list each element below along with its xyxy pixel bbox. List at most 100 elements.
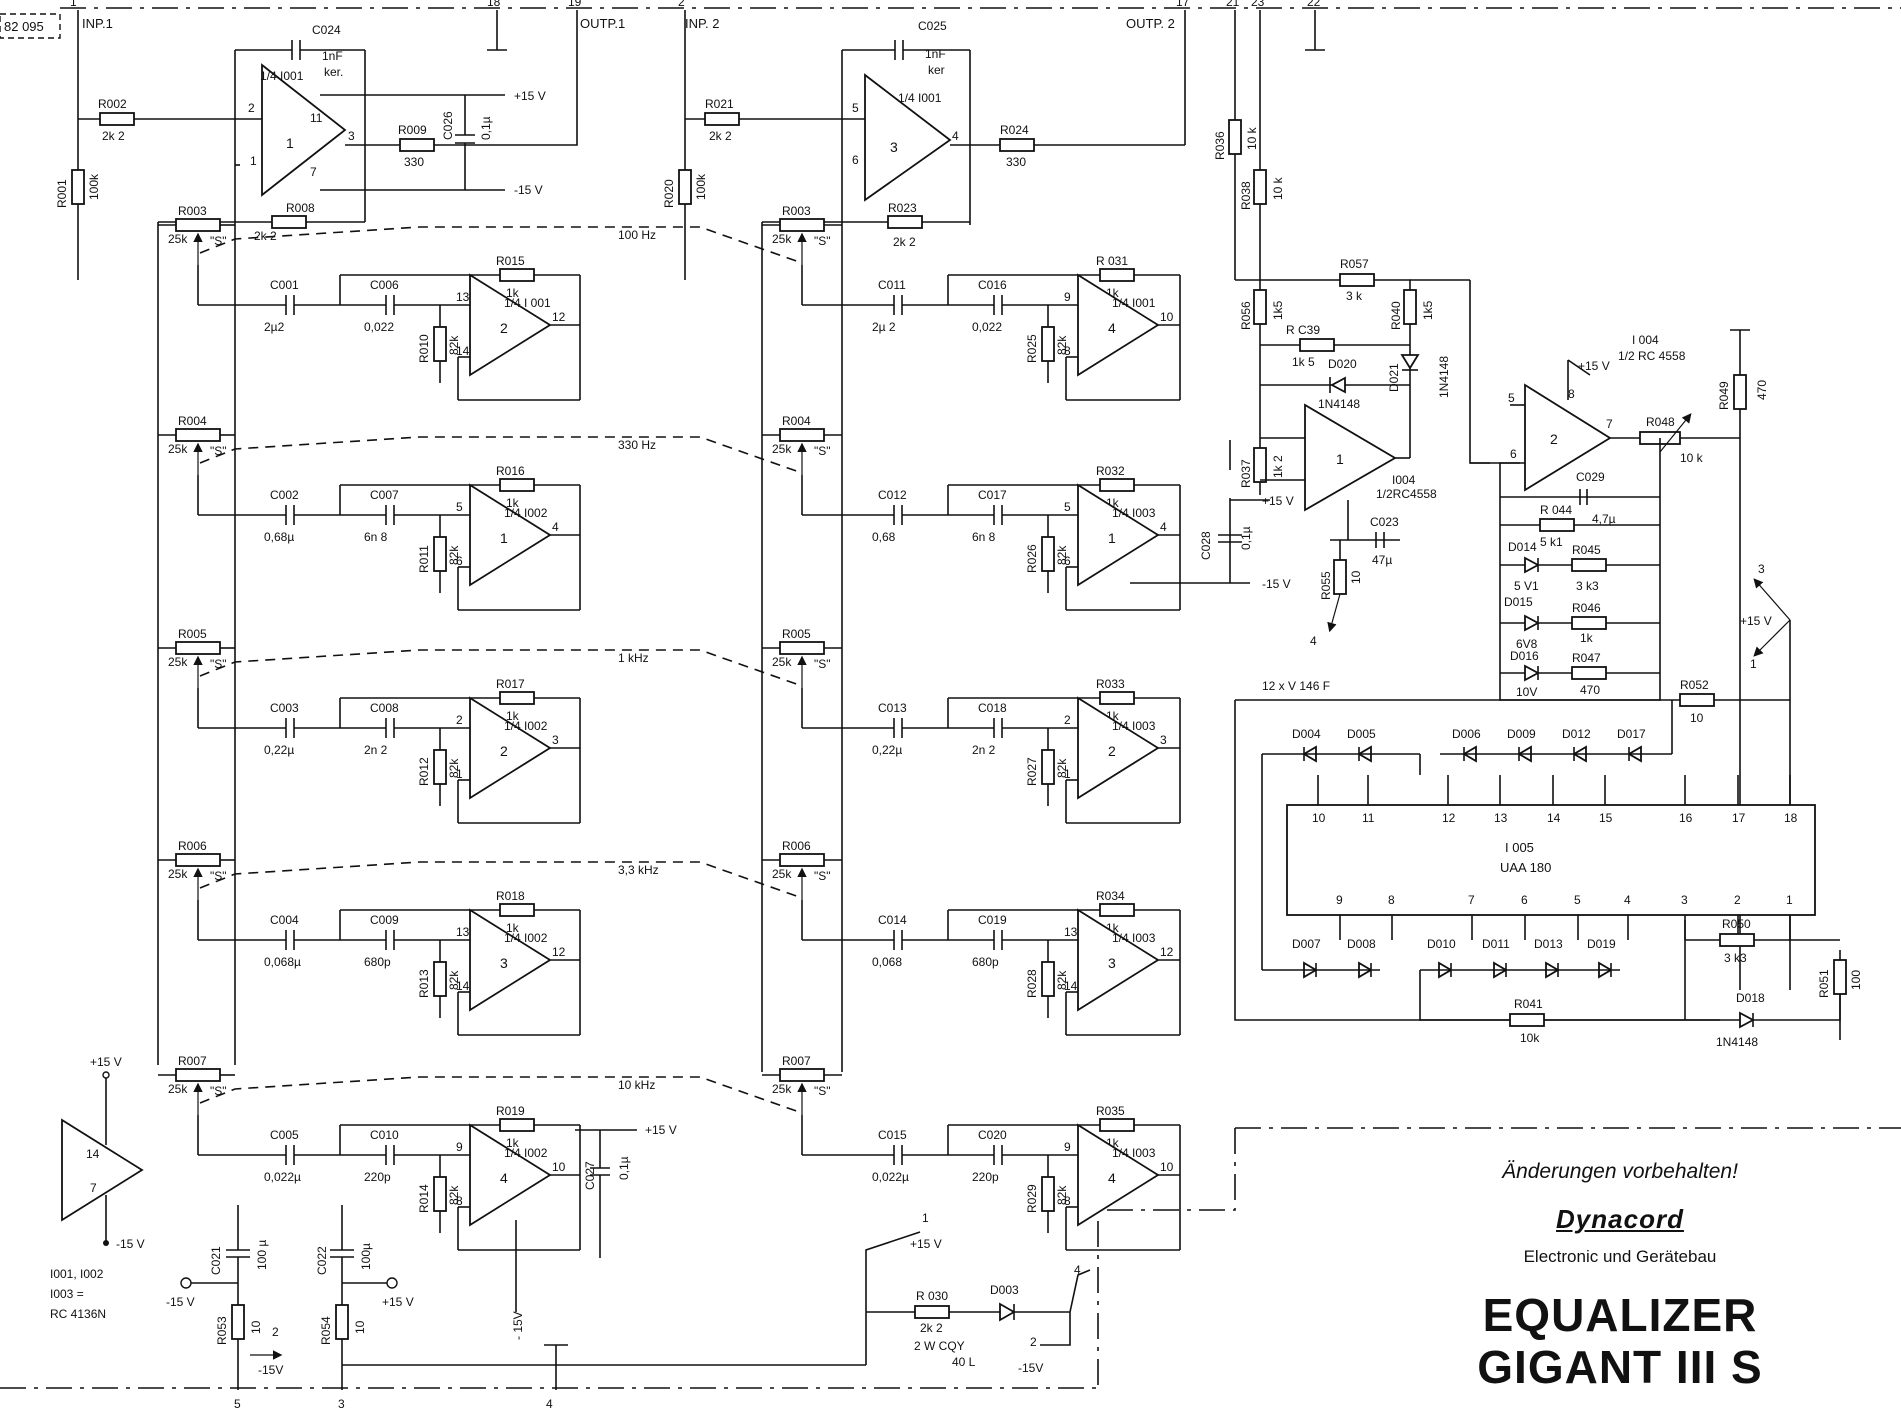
pot-value: 25k [772, 655, 792, 669]
pot-taper: "S" [210, 1084, 227, 1098]
d014 [1524, 556, 1540, 574]
op-amp-pin: 4 [552, 520, 559, 534]
band-0: 100 HzR00325k"S"C0012µ2C0060,022R0151k21… [158, 204, 1181, 401]
capacitor [285, 718, 295, 738]
resistor-value: 1k [506, 921, 520, 935]
capacitor-value: 0,22µ [264, 743, 294, 757]
pin-1: 1 [70, 0, 77, 9]
op-amp-number: 2 [500, 743, 508, 759]
ic-pin: 11 [1362, 811, 1375, 825]
op-amp-number: 1 [500, 530, 508, 546]
c027-value: 0,1µ [617, 1156, 631, 1180]
r041-label: R041 [1514, 997, 1543, 1011]
capacitor-value: 680p [364, 955, 391, 969]
r008-label: R008 [286, 201, 315, 215]
capacitor [285, 930, 295, 950]
d015-value: 6V8 [1516, 637, 1538, 651]
capacitor-value: 2µ 2 [872, 320, 896, 334]
rc39-value: 1k 5 [1292, 355, 1315, 369]
r036-value: 10 k [1245, 126, 1259, 150]
overload-lamp: 1 +15 V R 030 2k 2 2 W CQY 40 L D003 4 2… [865, 1211, 1091, 1375]
resistor-label: R013 [417, 969, 431, 998]
brand-logo: Dynacord [1556, 1204, 1684, 1234]
resistor [499, 1118, 535, 1132]
band-extras: +15 V C027 0,1µ - 15V C028 0,1µ +15 V -1… [511, 440, 1294, 1340]
led-diode: D017 [1617, 727, 1646, 763]
diode-label: D009 [1507, 727, 1536, 741]
band-frequency: 330 Hz [618, 438, 656, 452]
led-diode: D006 [1452, 727, 1481, 763]
opamp-i004-2-type: 1/2 RC 4558 [1618, 349, 1686, 363]
capacitor [285, 1145, 295, 1165]
r030-type: 2 W CQY [914, 1339, 965, 1353]
r045 [1571, 558, 1607, 572]
minus15-label: -15 V [1262, 577, 1291, 591]
ic-pin: 9 [1336, 893, 1343, 907]
d021-type: 1N4148 [1437, 356, 1451, 398]
op-amp-label: 1/4 I002 [504, 506, 548, 520]
rc39 [1299, 338, 1335, 352]
r008 [271, 215, 307, 229]
pot-label: R003 [178, 204, 207, 218]
d021-label: D021 [1387, 363, 1401, 392]
op-amp [469, 908, 552, 1012]
product-title-line-1: EQUALIZER [1482, 1289, 1758, 1341]
op-amp-number: 4 [500, 1170, 508, 1186]
pot-value: 25k [772, 867, 792, 881]
r057-value: 3 k [1346, 289, 1363, 303]
op-amp [469, 1123, 552, 1227]
r038-value: 10 k [1271, 176, 1285, 200]
c022-label: C022 [315, 1246, 329, 1275]
d020 [1330, 376, 1346, 394]
pot-value: 25k [168, 442, 188, 456]
input-stage-2: R020 100k R021 2k 2 C025 1nF ker 1/4 I00… [662, 19, 1185, 249]
diode-label: D010 [1427, 937, 1456, 951]
op-amp-pin: 3 [1160, 733, 1167, 747]
led-diode: D008 [1347, 937, 1376, 979]
potentiometer [779, 1068, 825, 1082]
op-amp-pin: 2 [456, 713, 463, 727]
minus15-terminal [103, 1240, 109, 1246]
capacitor-value: 2n 2 [364, 743, 388, 757]
plus15-label: +15 V [1578, 359, 1610, 373]
diode-label: D012 [1562, 727, 1591, 741]
op-amp-label: 1/4 I002 [504, 931, 548, 945]
opamp-i004-2-label: I 004 [1632, 333, 1659, 347]
capacitor-label: C014 [878, 913, 907, 927]
minus15-label: -15 V [514, 183, 543, 197]
led-diode: D009 [1507, 727, 1536, 763]
capacitor-label: C005 [270, 1128, 299, 1142]
capacitor [385, 295, 395, 315]
capacitor [993, 930, 1003, 950]
pot-value: 25k [168, 232, 188, 246]
plus15-terminal [102, 1071, 110, 1079]
resistor-label: R035 [1096, 1104, 1125, 1118]
op-amp-label: 1/4 I 001 [504, 296, 551, 310]
c026-value: 0,1µ [479, 116, 493, 140]
led-count: 12 x V 146 F [1262, 679, 1330, 693]
op-amp [469, 696, 552, 800]
capacitor-value: 0,022 [972, 320, 1002, 334]
op-amp-pin: 10 [1160, 1160, 1174, 1174]
r045-label: R045 [1572, 543, 1601, 557]
pin-4: 4 [1074, 1263, 1081, 1277]
pot-taper: "S" [210, 444, 227, 458]
band-frequency: 1 kHz [618, 651, 649, 665]
capacitor-label: C006 [370, 278, 399, 292]
r037 [1253, 447, 1267, 483]
op-amp-pin: 5 [1064, 500, 1071, 514]
capacitor-value: 0,68 [872, 530, 896, 544]
c025-label: C025 [918, 19, 947, 33]
r049-label: R049 [1717, 381, 1731, 410]
capacitor-value: 6n 8 [972, 530, 996, 544]
ic-pin: 16 [1679, 811, 1693, 825]
power-section: 14 7 +15 V -15 V I001, I002 I003 = RC 41… [50, 1055, 866, 1410]
r030-value: 2k 2 [920, 1321, 943, 1335]
capacitor-label: C011 [878, 278, 906, 292]
opamp-i001-1-label: 1/4 I001 [260, 69, 304, 83]
input-2-label: INP. 2 [685, 16, 719, 31]
capacitor-label: C012 [878, 488, 907, 502]
op-amp [1077, 696, 1160, 800]
ic-pin: 12 [1442, 811, 1456, 825]
